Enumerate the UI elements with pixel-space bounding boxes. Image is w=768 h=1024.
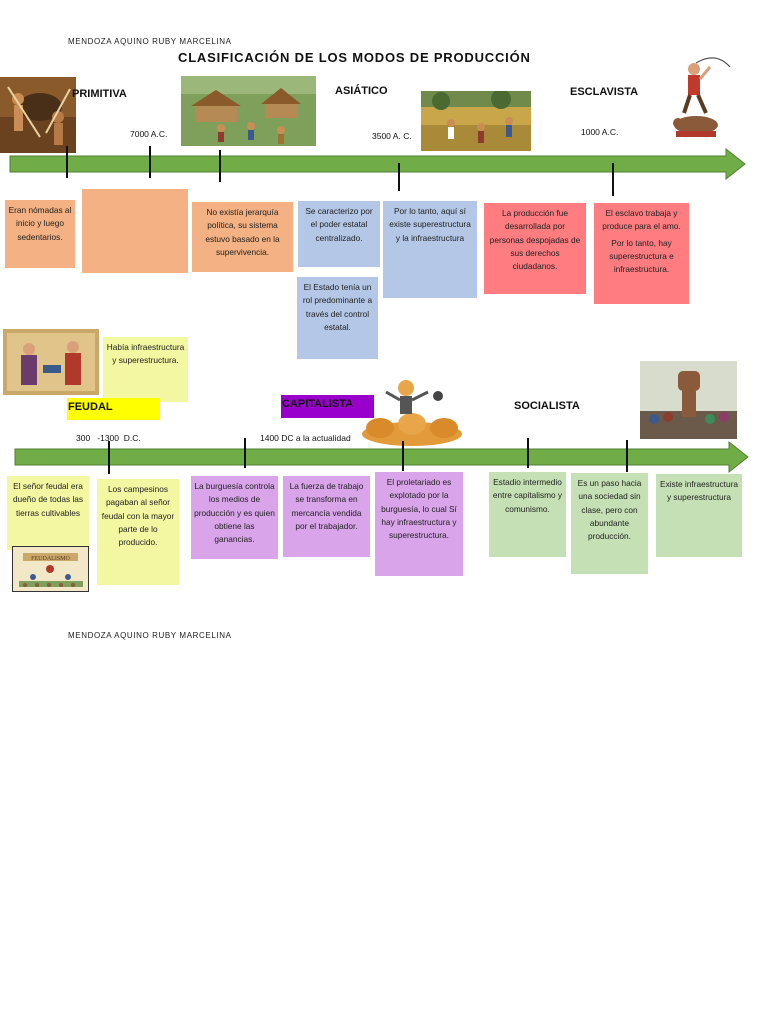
timeline-tick — [66, 146, 68, 178]
date-esclavista: 1000 A.C. — [581, 127, 619, 137]
note-poder-estatal: Se caracterizo por el poder estatal cent… — [298, 201, 380, 267]
note-esclavo: El esclavo trabaja y produce para el amo… — [594, 203, 689, 304]
feudalismo-image: FEUDALISMO — [12, 546, 89, 592]
timeline-tick — [219, 150, 221, 182]
note-rol-estado: El Estado tenía un rol predominante a tr… — [297, 277, 378, 359]
era-label-esclavista: ESCLAVISTA — [570, 86, 639, 98]
era-label-bg-capitalista — [281, 395, 374, 418]
note-fuerza-trabajo: La fuerza de trabajo se transforma en me… — [283, 476, 370, 557]
timeline-tick — [149, 146, 151, 178]
era-label-capitalista: CAPITALISTA — [282, 398, 354, 410]
harvest-field-image — [421, 91, 531, 151]
era-label-bg-feudal — [67, 398, 160, 420]
author-name-bottom: MENDOZA AQUINO RUBY MARCELINA — [68, 631, 232, 640]
note-nomadas: Eran nómadas al inicio y luego sedentari… — [5, 200, 75, 268]
timeline-tick — [612, 163, 614, 196]
timeline-tick — [244, 438, 246, 468]
note-campesinos: Los campesinos pagaban al señor feudal c… — [97, 479, 179, 585]
timeline-tick — [398, 163, 400, 191]
feudal-manuscript-image — [3, 329, 99, 395]
feudalismo-caption: FEUDALISMO — [31, 556, 70, 562]
note-jerarquia: No existía jerarquía política, su sistem… — [192, 202, 293, 272]
note-paso: Es un paso hacia una sociedad sin clase,… — [571, 473, 648, 574]
socialist-raised-fist-image — [640, 361, 737, 439]
note-superestructura: Por lo tanto, aquí sí existe superestruc… — [383, 201, 477, 298]
note-proletariado: El proletariado es explotado por la burg… — [375, 472, 463, 576]
note-estadio: Estadio intermedio entre capitalismo y c… — [489, 472, 566, 557]
timeline-tick — [108, 441, 110, 474]
date-asiatico: 3500 A. C. — [372, 131, 412, 141]
date-capitalista: 1400 DC a la actualidad — [260, 433, 351, 443]
note-senor-feudal: El señor feudal era dueño de todas las t… — [7, 476, 89, 550]
era-label-feudal: FEUDAL — [68, 401, 113, 413]
era-label-socialista: SOCIALISTA — [514, 400, 580, 412]
author-name-top: MENDOZA AQUINO RUBY MARCELINA — [68, 37, 232, 46]
primitive-hunting-image — [0, 77, 76, 153]
era-label-asiatico: ASIÁTICO — [335, 85, 388, 97]
timeline-tick — [402, 441, 404, 471]
era-label-primitiva: PRIMITIVA — [72, 88, 127, 100]
asiatic-village-image — [181, 76, 316, 146]
date-primitiva: 7000 A.C. — [130, 129, 168, 139]
note-blank — [82, 189, 188, 273]
date-feudal: 300 -1300 D.C. — [76, 433, 141, 443]
timeline-arrow-2 — [14, 440, 749, 474]
capitalist-moneybags-image — [360, 376, 465, 446]
note-despojadas: La producción fue desarrollada por perso… — [484, 203, 586, 294]
slave-whipping-image — [666, 53, 734, 145]
timeline-tick — [527, 438, 529, 468]
note-burguesia: La burguesía controla los medios de prod… — [191, 476, 278, 559]
page-title: CLASIFICACIÓN DE LOS MODOS DE PRODUCCIÓN — [178, 50, 531, 65]
timeline-arrow-1 — [9, 147, 746, 181]
note-existe: Existe infraestructura y superestructura — [656, 474, 742, 557]
note-habia: Había infraestructura y superestructura. — [103, 337, 188, 402]
timeline-tick — [626, 440, 628, 472]
